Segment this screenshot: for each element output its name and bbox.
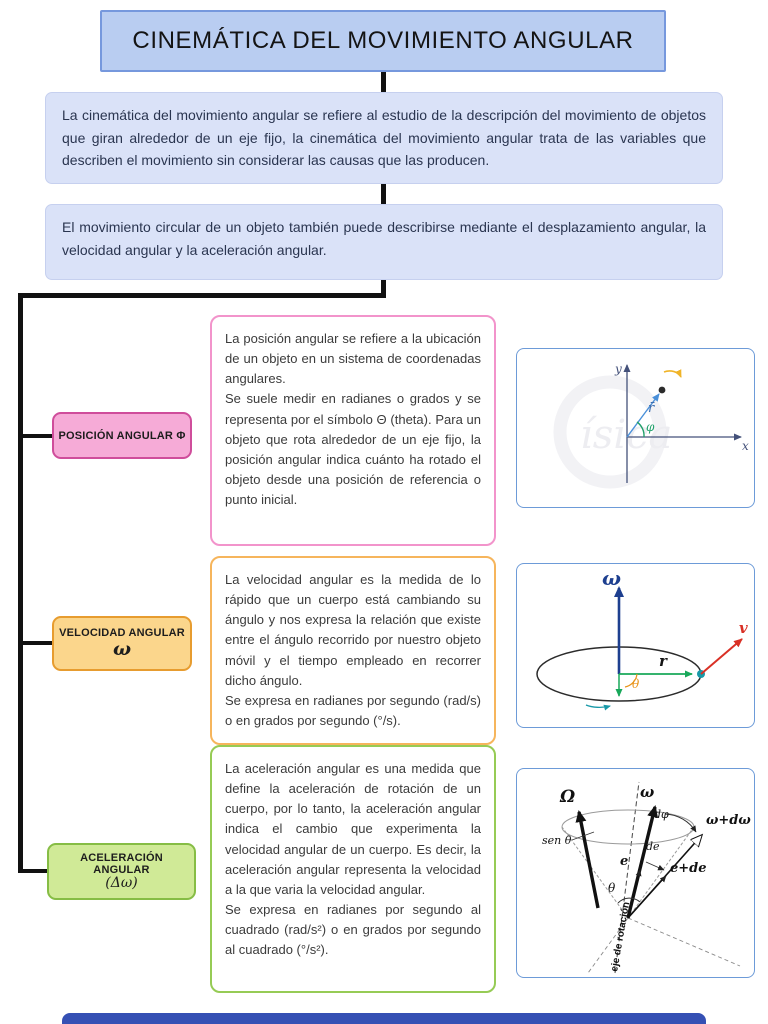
watermark-ring (553, 375, 666, 489)
branch-symbol-omega: ω (112, 638, 132, 661)
position-diagram-box: ísica y x r̄ φ (516, 348, 755, 508)
phi-angle-label: φ (646, 420, 655, 434)
tree-trunk (18, 293, 23, 873)
theta-angle-arc (624, 673, 638, 688)
connector-intro1-intro2 (381, 184, 386, 204)
extension-dashed-left (587, 917, 628, 974)
tangential-velocity-vector (699, 638, 743, 675)
dphi-arc (664, 813, 696, 833)
branch-label-velocidad-angular: VELOCIDAD ANGULAR ω (52, 616, 192, 671)
velocity-diagram: ω r θ v (535, 566, 748, 711)
sen-theta-pointer (571, 831, 594, 841)
de-arrow (645, 861, 664, 871)
cone-left-side (561, 826, 628, 919)
branch-line-velocidad (18, 641, 55, 645)
velocity-diagram-box: ω r θ v (516, 563, 755, 728)
rotation-axis-line (613, 781, 640, 974)
extension-dashed-right (627, 917, 740, 967)
connector-title-intro1 (381, 72, 386, 93)
watermark-text: ísica (580, 412, 672, 458)
branch-label-posicion-angular: POSICIÓN ANGULAR Φ (52, 412, 192, 459)
dphi-label: dφ (654, 808, 669, 821)
intro-paragraph-1: La cinemática del movimiento angular se … (45, 92, 723, 185)
description-posicion-angular: La posición angular se refiere a la ubic… (210, 315, 496, 546)
omega-label: ω (602, 566, 621, 590)
omega-label: ω (640, 783, 654, 801)
branch-line-posicion (18, 434, 55, 438)
theta-angle-label: θ (632, 677, 640, 691)
rotation-axis-label: eje de rotación (609, 901, 632, 972)
radius-label: r (659, 652, 668, 670)
particle-dot (658, 386, 665, 394)
r-vector (625, 393, 660, 438)
e-plus-de-unit-vector (627, 875, 666, 919)
Omega-vector (575, 810, 600, 909)
description-velocidad-angular: La velocidad angular es la medida de lo … (210, 556, 496, 746)
acceleration-diagram-box: Ω ω ω+dω dφ sen θ e e+de de θ eje de rot… (516, 768, 755, 978)
branch-label-aceleracion-angular: ACELERACIÓN ANGULAR (Δω) (47, 843, 196, 900)
rotation-direction-arrow (663, 369, 682, 378)
description-aceleracion-angular: La aceleración angular es una medida que… (210, 745, 496, 993)
sen-theta-label: sen θ (542, 834, 572, 847)
page-title: CINEMÁTICA DEL MOVIMIENTO ANGULAR (100, 10, 666, 72)
branch-label-text: ACELERACIÓN ANGULAR (80, 851, 163, 876)
e-unit-vector (626, 869, 641, 919)
acceleration-diagram: Ω ω ω+dω dφ sen θ e e+de de θ eje de rot… (542, 781, 751, 974)
branch-line-aceleracion (18, 869, 50, 873)
position-diagram: ísica y x r̄ φ (553, 362, 749, 489)
velocity-label: v (739, 619, 748, 637)
phi-angle-arc (636, 421, 645, 438)
x-axis-label: x (742, 439, 749, 453)
tree-top-horizontal (18, 293, 386, 298)
bottom-bar (62, 1013, 706, 1024)
e-plus-de-label: e+de (670, 861, 707, 876)
branch-label-text: POSICIÓN ANGULAR Φ (58, 429, 186, 442)
cone-right-side (627, 826, 694, 919)
Omega-label: Ω (559, 787, 575, 807)
theta-label: θ (608, 881, 616, 895)
omega-plus-domega-label: ω+dω (706, 813, 751, 828)
de-label: de (646, 840, 660, 853)
arc-length-mark (585, 704, 611, 711)
connector-intro2-tree (381, 280, 386, 296)
theta-arc (617, 897, 640, 904)
e-label: e (620, 854, 628, 869)
intro-paragraph-2: El movimiento circular de un objeto tamb… (45, 204, 723, 280)
branch-symbol-delta-omega: (Δω) (105, 874, 138, 891)
y-axis-label: y (614, 362, 622, 376)
branch-label-text: VELOCIDAD ANGULAR (59, 627, 185, 640)
r-vector-label: r̄ (648, 401, 656, 416)
